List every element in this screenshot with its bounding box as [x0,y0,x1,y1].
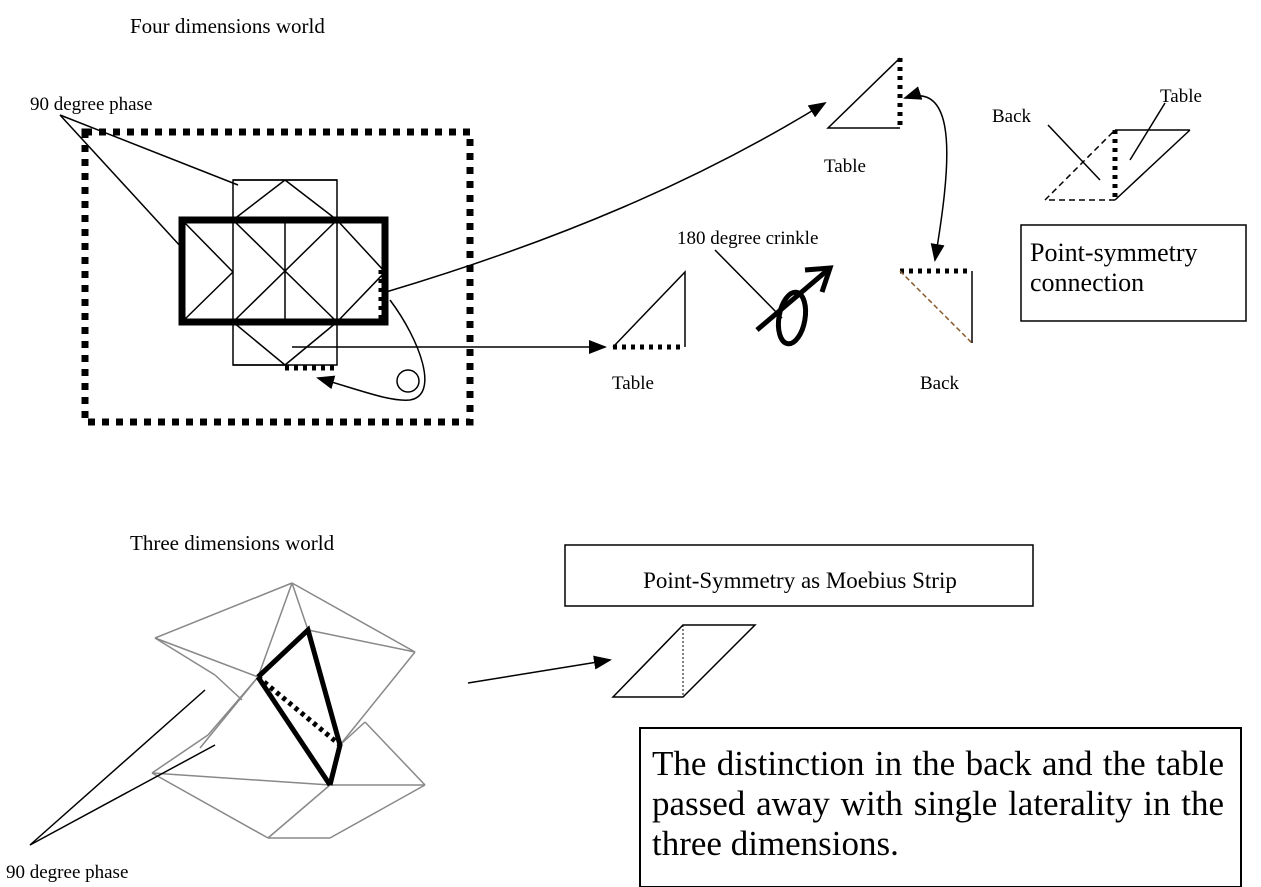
three-dim-title: Three dimensions world [130,531,335,555]
three-dim-phase-label: 90 degree phase [6,862,128,883]
para-table-pointer [1129,102,1166,161]
symmetry-box-text: Point-symmetry connection [1030,238,1198,297]
table-top-label: Table [824,156,866,177]
table-triangle-bottom [612,270,686,350]
three-dim-phase-pointers [29,689,216,846]
four-dim-loop-arrow [316,299,426,401]
four-dim-title: Four dimensions world [130,14,325,38]
conclusion-box [639,727,1242,887]
para-back-label: Back [992,106,1032,127]
symmetry-box [1020,224,1247,322]
crinkle-symbol [755,265,834,347]
symmetry-double-arrow [903,86,948,262]
four-dim-phase-label: 90 degree phase [30,94,152,115]
back-table-parallelogram [1044,129,1191,201]
three-dim-origami-shape [151,582,426,839]
four-dim-bold-rect [178,216,389,326]
crinkle-pointer [714,249,783,319]
back-triangle [899,268,973,344]
moebius-parallelogram [611,624,757,698]
four-dim-fold-pattern [181,179,386,366]
crinkle-label: 180 degree crinkle [677,228,818,249]
table-bottom-label: Table [612,373,654,394]
table-triangle-top [826,57,903,129]
three-dim-bold-triangle [255,625,343,787]
para-table-label: Table [1160,86,1202,107]
conclusion-text: The distinction in the back and the tabl… [652,744,1224,863]
moebius-box-text: Point-Symmetry as Moebius Strip [643,568,957,593]
moebius-box [564,544,1034,607]
four-dim-phase-pointers [59,114,239,249]
arrow-to-table-top [385,101,827,293]
para-back-pointer [1047,124,1101,181]
back-label: Back [920,373,960,394]
four-dim-loop-circle [396,369,420,393]
four-dim-dotted-frame [81,128,474,426]
arrow-to-moebius [467,655,612,684]
